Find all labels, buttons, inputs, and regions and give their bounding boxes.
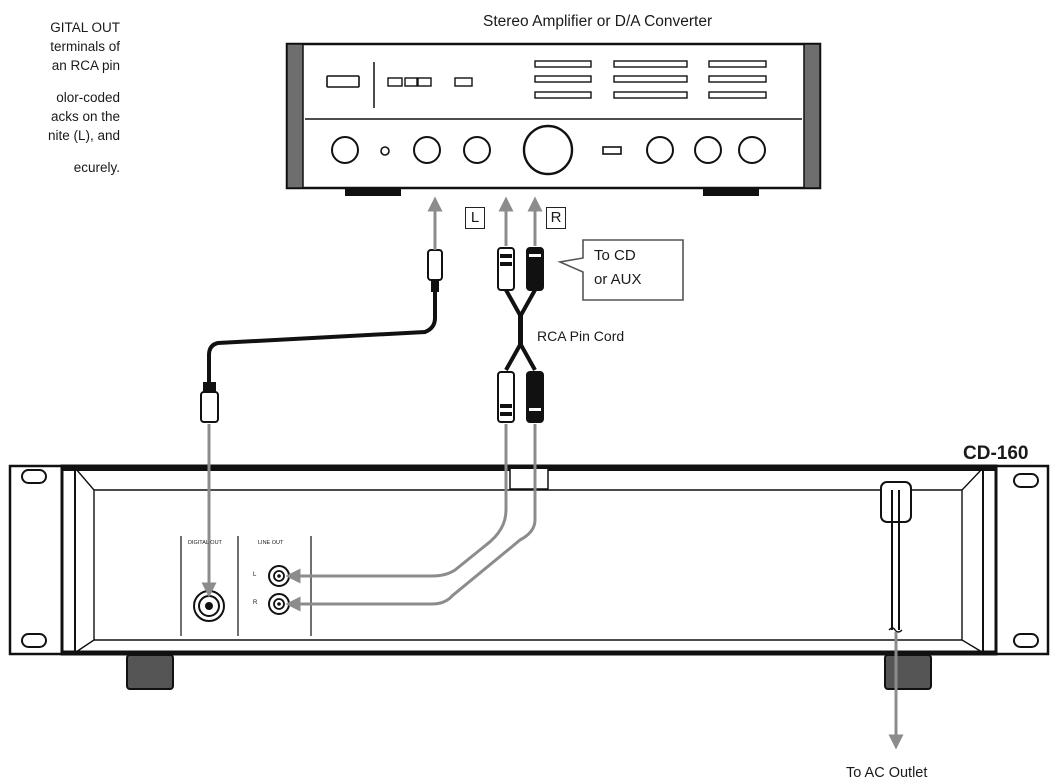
cd-player-unit — [8, 464, 1050, 690]
to-cd-label: To CD — [594, 247, 636, 264]
amp-left-side-panel — [286, 43, 304, 189]
instruction-line: acks on the — [50, 109, 120, 124]
instruction-line: GITAL OUT — [50, 20, 120, 35]
left-channel-box: L — [465, 207, 485, 229]
line-out-right-label: R — [253, 600, 258, 606]
line-out-left-label: L — [253, 572, 257, 578]
rack-ear-left — [8, 464, 64, 656]
amp-jack — [380, 146, 390, 156]
amp-right-side-panel — [803, 43, 821, 189]
cd-player-model-label: CD-160 — [963, 443, 1029, 464]
power-cord — [888, 490, 904, 750]
rca-pin-cord-label: RCA Pin Cord — [537, 328, 625, 344]
instruction-line: olor-coded — [56, 90, 120, 105]
amp-foot — [703, 188, 759, 196]
amp-volume-knob — [522, 124, 574, 176]
amp-knob — [331, 136, 359, 164]
amp-switch — [602, 146, 622, 155]
to-cd-callout — [557, 239, 684, 301]
amplifier-label: Stereo Amplifier or D/A Converter — [483, 13, 713, 30]
line-out-right-jack — [268, 593, 290, 615]
instruction-line: nite (L), and — [47, 128, 120, 143]
amp-knob — [738, 136, 766, 164]
line-out-panel-label: LINE OUT — [258, 540, 284, 546]
amplifier-unit — [285, 42, 822, 196]
amp-knob — [413, 136, 441, 164]
instruction-line: terminals of — [50, 39, 120, 54]
instruction-text: GITAL OUT terminals of an RCA pin olor-c… — [0, 18, 120, 177]
ac-outlet-label: To AC Outlet — [846, 765, 928, 781]
instruction-line: ecurely. — [73, 160, 120, 175]
amp-foot — [345, 188, 401, 196]
or-aux-label: or AUX — [594, 271, 642, 288]
line-out-left-jack — [268, 565, 290, 587]
amp-knob — [646, 136, 674, 164]
rack-ear-right — [994, 464, 1050, 656]
amp-knob — [694, 136, 722, 164]
amp-knob — [463, 136, 491, 164]
right-channel-box: R — [546, 207, 566, 229]
power-cord-clamp — [880, 481, 912, 523]
digital-out-jack — [193, 590, 225, 622]
instruction-line: an RCA pin — [51, 58, 120, 73]
rca-pin-cord — [285, 247, 544, 612]
digital-out-panel-label: DIGITAL OUT — [188, 540, 222, 546]
digital-coax-cable — [200, 226, 443, 598]
